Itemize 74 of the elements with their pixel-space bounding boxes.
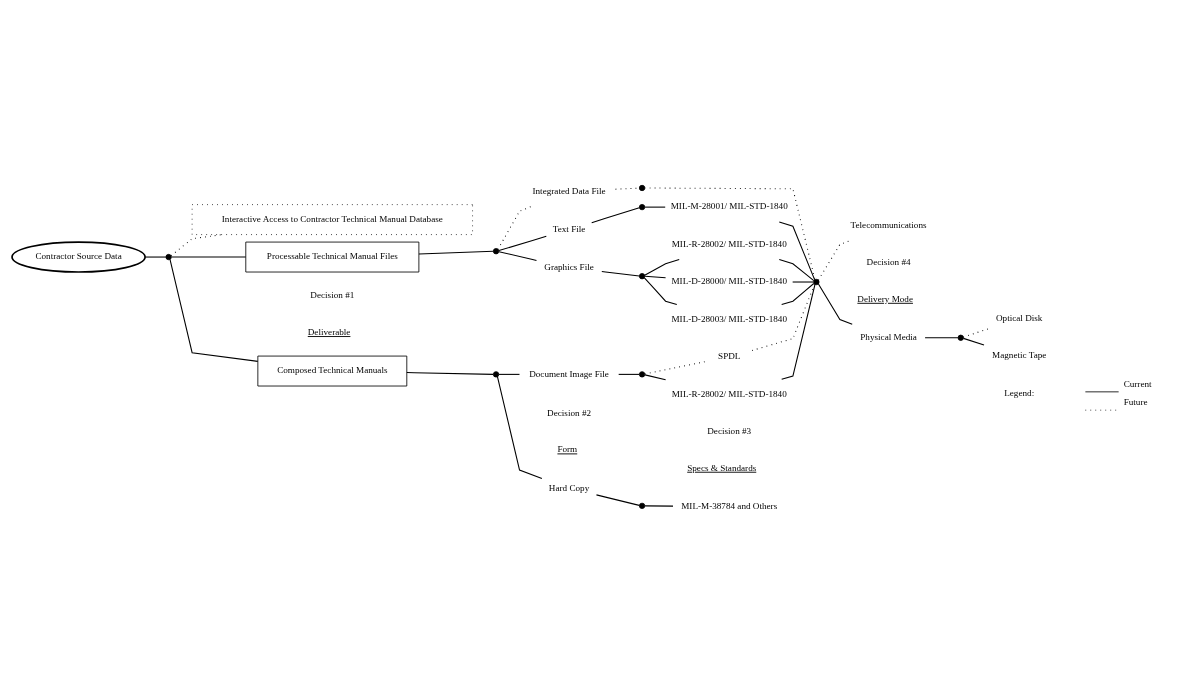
connector: [644, 374, 667, 381]
connector: [817, 283, 853, 325]
node-circle: [165, 253, 172, 261]
node-text: Optical Disk: [995, 312, 1043, 323]
connector: [644, 275, 667, 279]
node-text: Integrated Data File: [532, 185, 606, 196]
node-text: Graphics File: [544, 262, 594, 273]
connector: [643, 277, 678, 305]
legend-label: Current: [1123, 378, 1152, 389]
node-circle: [492, 371, 500, 378]
connector: [170, 234, 223, 257]
connector: [924, 337, 959, 339]
connector: [644, 187, 816, 280]
connector: [962, 327, 990, 338]
connector: [778, 221, 816, 281]
label: Deliverable: [307, 327, 351, 338]
node-circle: [638, 371, 646, 378]
node-circle: [813, 278, 820, 286]
connector: [169, 258, 259, 362]
node-text: MIL-R-28002/ MIL-STD-1840: [671, 238, 787, 249]
connector: [751, 283, 816, 352]
label: Decision #3: [707, 426, 752, 437]
node-circle: [638, 204, 646, 211]
connector: [778, 259, 815, 282]
node-text: MIL-D-28000/ MIL-STD-1840: [671, 276, 787, 287]
node-box: Processable Technical Manual Files: [245, 241, 420, 273]
node-circle: [638, 273, 646, 280]
connector: [170, 256, 247, 258]
connector: [144, 256, 167, 258]
connector: [591, 207, 640, 224]
node-text: MIL-R-28002/ MIL-STD-1840: [671, 388, 787, 399]
node-text: MIL-M-28001/ MIL-STD-1840: [670, 201, 788, 212]
connector: [498, 251, 537, 261]
connector: [618, 373, 640, 375]
label: Decision #1: [310, 290, 355, 301]
connector: [962, 337, 985, 346]
connector: [406, 372, 494, 375]
node-box: Interactive Access to Contractor Technical Manual Database: [191, 204, 473, 235]
node-text: Document Image File: [529, 368, 609, 379]
connector: [792, 281, 815, 283]
node-text: MIL-D-28003/ MIL-STD-1840: [671, 313, 787, 324]
node-circle: [957, 334, 964, 341]
node-text: Telecommunications: [850, 219, 927, 230]
connector: [644, 505, 674, 507]
connector: [496, 376, 543, 480]
connector: [498, 235, 547, 252]
node-circle: [492, 248, 500, 255]
node-text: Physical Media: [860, 332, 917, 343]
node-text: Text File: [552, 223, 586, 234]
label: Legend:: [1004, 387, 1035, 398]
label: Form: [557, 444, 578, 455]
connector: [644, 206, 666, 208]
connector: [781, 283, 816, 380]
connector: [601, 271, 640, 277]
connector: [418, 250, 494, 255]
node-ellipse: Contractor Source Data: [11, 241, 146, 273]
connector: [644, 259, 680, 276]
connector: [781, 282, 815, 305]
node-circle: [638, 502, 646, 509]
label: Decision #2: [547, 407, 592, 418]
connector: [644, 360, 708, 375]
legend-label: Future: [1123, 397, 1148, 407]
connector: [498, 373, 520, 375]
node-box: Composed Technical Manuals: [257, 355, 408, 387]
label: Specs & Standards: [687, 462, 757, 473]
connector: [497, 205, 533, 250]
node-text: MIL-M-38784 and Others: [681, 501, 778, 512]
node-text: Magnetic Tape: [992, 350, 1047, 361]
label: Decision #4: [866, 257, 911, 268]
node-circle: [638, 184, 646, 192]
node-text: SPDL: [718, 351, 741, 362]
node-text: Hard Copy: [548, 482, 590, 493]
connector: [595, 494, 640, 506]
label: Delivery Mode: [857, 293, 913, 304]
